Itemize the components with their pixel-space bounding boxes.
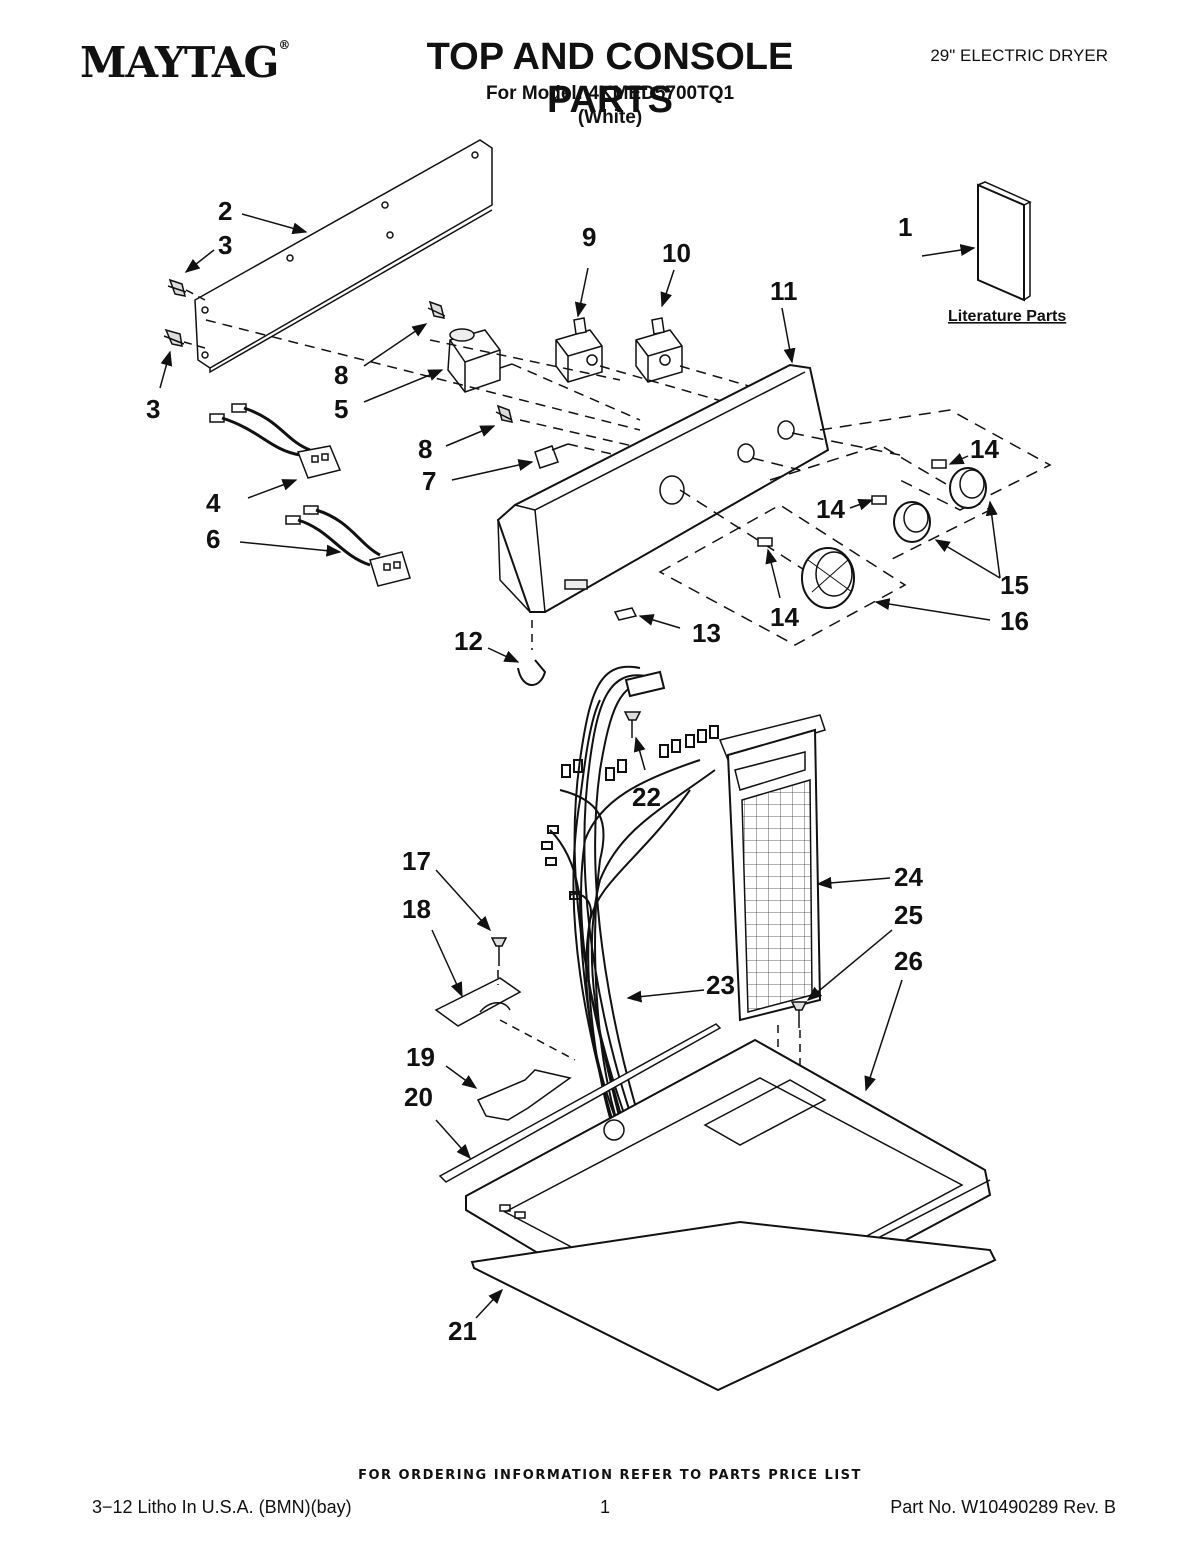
clip-part-14b [871,495,887,505]
callout-5: 5 [334,394,348,424]
callout-14a: 14 [970,434,999,464]
timer-knob-part-16 [801,547,855,609]
console-part-11 [496,363,830,613]
callout-13: 13 [692,618,721,648]
clip-part-12 [517,659,547,686]
timer-part-5 [447,328,513,393]
callout-15: 15 [1000,570,1029,600]
callout-14b: 14 [816,494,845,524]
callout-26: 26 [894,946,923,976]
wire-harness-part-6 [285,505,411,587]
cover-panel-part-21 [470,1220,997,1392]
page-number: 1 [600,1497,611,1517]
knob-part-15b [893,501,931,543]
registered-mark: ® [278,38,290,52]
callout-9: 9 [582,222,596,252]
callout-6: 6 [206,524,220,554]
literature-booklet-part-1 [977,181,1032,302]
seal-strip-part-20 [438,1023,722,1183]
callout-25: 25 [894,900,923,930]
label-part-13 [613,607,638,621]
screw-part-8a [427,300,446,319]
callout-19: 19 [406,1042,435,1072]
callout-17: 17 [402,846,431,876]
page-title: TOP AND CONSOLE PARTS [426,36,794,121]
litho-info: 3−12 Litho In U.S.A. (BMN)(bay) [92,1497,352,1517]
main-harness-part-23 [541,665,719,1131]
wire-harness-part-4 [209,403,342,479]
callout-24: 24 [894,862,923,892]
callout-12: 12 [454,626,483,656]
brand-name: MAYTAG [80,38,279,87]
screw-part-17 [490,937,508,966]
callout-7: 7 [422,466,436,496]
color-line: (White) [577,107,643,128]
switch-part-9 [555,317,603,383]
model-line: For Model: 4KMED5700TQ1 [485,83,735,104]
callout-8a: 8 [334,360,348,390]
model-info: For Model: 4KMED5700TQ1 (White) [430,82,790,130]
switch-part-10 [635,317,683,383]
callout-20: 20 [404,1082,433,1112]
callout-21: 21 [448,1316,477,1346]
callout-16: 16 [1000,606,1029,636]
screw-part-8b [495,404,514,423]
callout-1: 1 [898,212,912,242]
callout-10: 10 [662,238,691,268]
knob-part-15a [949,467,987,509]
hinge-plate-part-18 [434,977,522,1027]
switch-part-7 [534,443,569,469]
callout-22: 22 [632,782,661,812]
screw-part-3b [163,328,185,347]
part-number: Part No. W10490289 Rev. B [890,1497,1116,1517]
callout-3b: 3 [146,394,160,424]
callout-2: 2 [218,196,232,226]
rear-bracket-part [194,139,493,374]
screw-part-3a [167,278,187,297]
callout-3a: 3 [218,230,232,260]
clip-part-14a [931,459,947,469]
screw-part-25 [790,1001,808,1028]
callout-18: 18 [402,894,431,924]
callout-11: 11 [770,276,798,306]
callout-8b: 8 [418,434,432,464]
ordering-note: FOR ORDERING INFORMATION REFER TO PARTS … [358,1468,862,1483]
bracket-part-19 [476,1069,572,1121]
clip-part-14c [757,537,773,547]
callout-23: 23 [706,970,735,1000]
screw-part-22 [623,711,642,738]
callout-14c: 14 [770,602,799,632]
callout-4: 4 [206,488,221,518]
brand-logo: MAYTAG® [80,38,290,87]
literature-parts-label: Literature Parts [948,308,1066,325]
lint-screen-part-24 [718,714,826,1022]
product-type: 29" ELECTRIC DRYER [930,46,1108,65]
